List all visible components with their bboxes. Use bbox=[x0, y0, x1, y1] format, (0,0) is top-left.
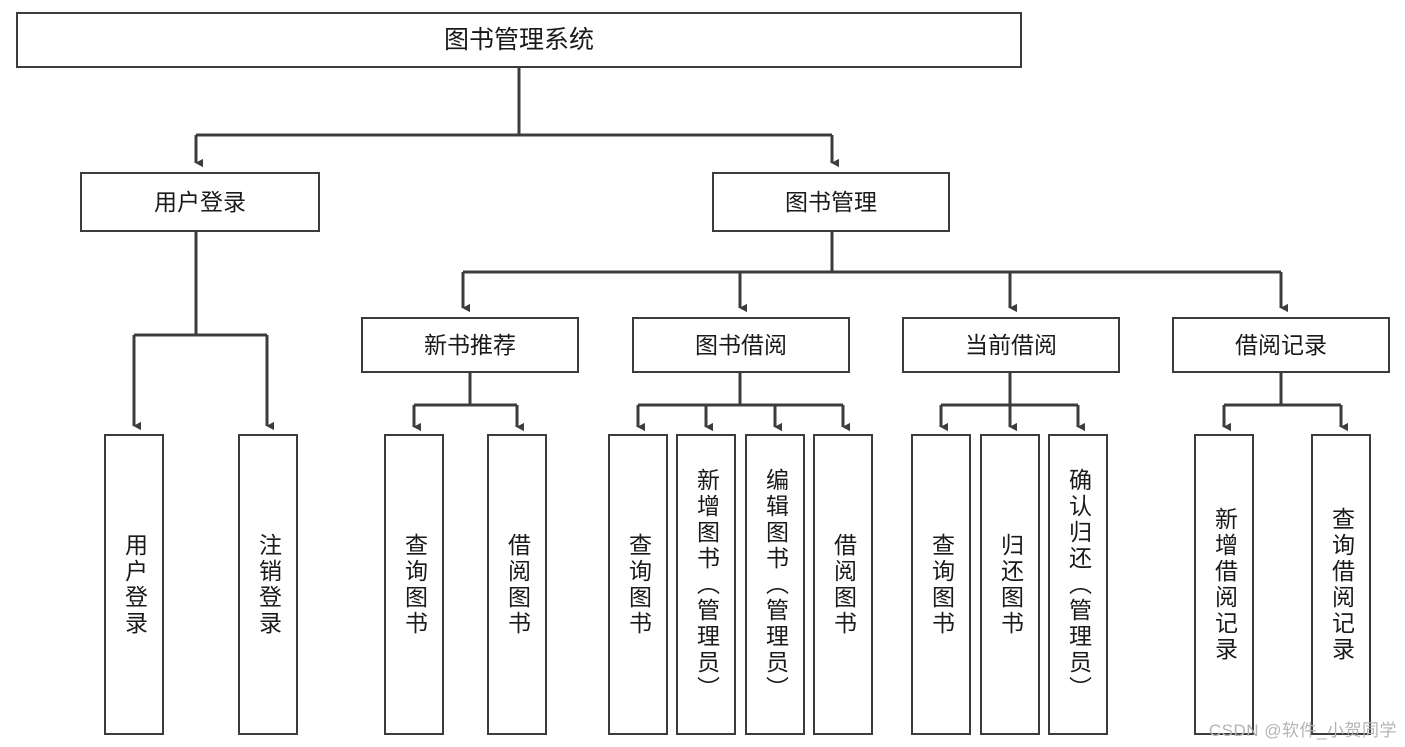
leaf-label: 借阅图书 bbox=[504, 532, 531, 637]
leaf-records-add[interactable]: 新增借阅记录 bbox=[1194, 434, 1254, 735]
leaf-user-login-login[interactable]: 用户登录 bbox=[104, 434, 164, 735]
node-new-book-recommend[interactable]: 新书推荐 bbox=[361, 317, 579, 373]
node-book-manage-label: 图书管理 bbox=[785, 188, 877, 215]
leaf-label: 查询图书 bbox=[625, 532, 652, 637]
leaf-label: 查询图书 bbox=[928, 532, 955, 637]
leaf-label: 查询图书 bbox=[401, 532, 428, 637]
node-book-borrow-label: 图书借阅 bbox=[695, 331, 787, 358]
leaf-user-login-logout[interactable]: 注销登录 bbox=[238, 434, 298, 735]
node-user-login[interactable]: 用户登录 bbox=[80, 172, 320, 232]
leaf-label: 用户登录 bbox=[121, 532, 148, 637]
leaf-borrow-query-book[interactable]: 查询图书 bbox=[608, 434, 668, 735]
node-current-borrow[interactable]: 当前借阅 bbox=[902, 317, 1120, 373]
leaf-new-book-borrow[interactable]: 借阅图书 bbox=[487, 434, 547, 735]
leaf-records-query[interactable]: 查询借阅记录 bbox=[1311, 434, 1371, 735]
leaf-label: 新增借阅记录 bbox=[1211, 506, 1238, 663]
leaf-label: 编辑图书（管理员） bbox=[762, 467, 789, 702]
node-borrow-records-label: 借阅记录 bbox=[1235, 331, 1327, 358]
node-user-login-label: 用户登录 bbox=[154, 188, 246, 215]
leaf-current-query-book[interactable]: 查询图书 bbox=[911, 434, 971, 735]
csdn-watermark: CSDN @软件_小贺同学 bbox=[1208, 721, 1397, 740]
leaf-label: 查询借阅记录 bbox=[1328, 506, 1355, 663]
node-root-label: 图书管理系统 bbox=[443, 25, 594, 54]
leaf-label: 新增图书（管理员） bbox=[693, 467, 720, 702]
leaf-borrow-edit-book[interactable]: 编辑图书（管理员） bbox=[745, 434, 805, 735]
leaf-new-book-query[interactable]: 查询图书 bbox=[384, 434, 444, 735]
leaf-current-return-book[interactable]: 归还图书 bbox=[980, 434, 1040, 735]
node-root[interactable]: 图书管理系统 bbox=[16, 12, 1022, 68]
leaf-borrow-add-book[interactable]: 新增图书（管理员） bbox=[676, 434, 736, 735]
node-borrow-records[interactable]: 借阅记录 bbox=[1172, 317, 1390, 373]
leaf-label: 确认归还（管理员） bbox=[1065, 467, 1092, 702]
leaf-label: 归还图书 bbox=[997, 532, 1024, 637]
node-book-borrow[interactable]: 图书借阅 bbox=[632, 317, 850, 373]
leaf-current-confirm-return[interactable]: 确认归还（管理员） bbox=[1048, 434, 1108, 735]
node-new-book-recommend-label: 新书推荐 bbox=[424, 331, 516, 358]
node-book-manage[interactable]: 图书管理 bbox=[712, 172, 950, 232]
leaf-label: 借阅图书 bbox=[830, 532, 857, 637]
leaf-borrow-borrow-book[interactable]: 借阅图书 bbox=[813, 434, 873, 735]
node-current-borrow-label: 当前借阅 bbox=[965, 331, 1057, 358]
leaf-label: 注销登录 bbox=[255, 532, 282, 637]
